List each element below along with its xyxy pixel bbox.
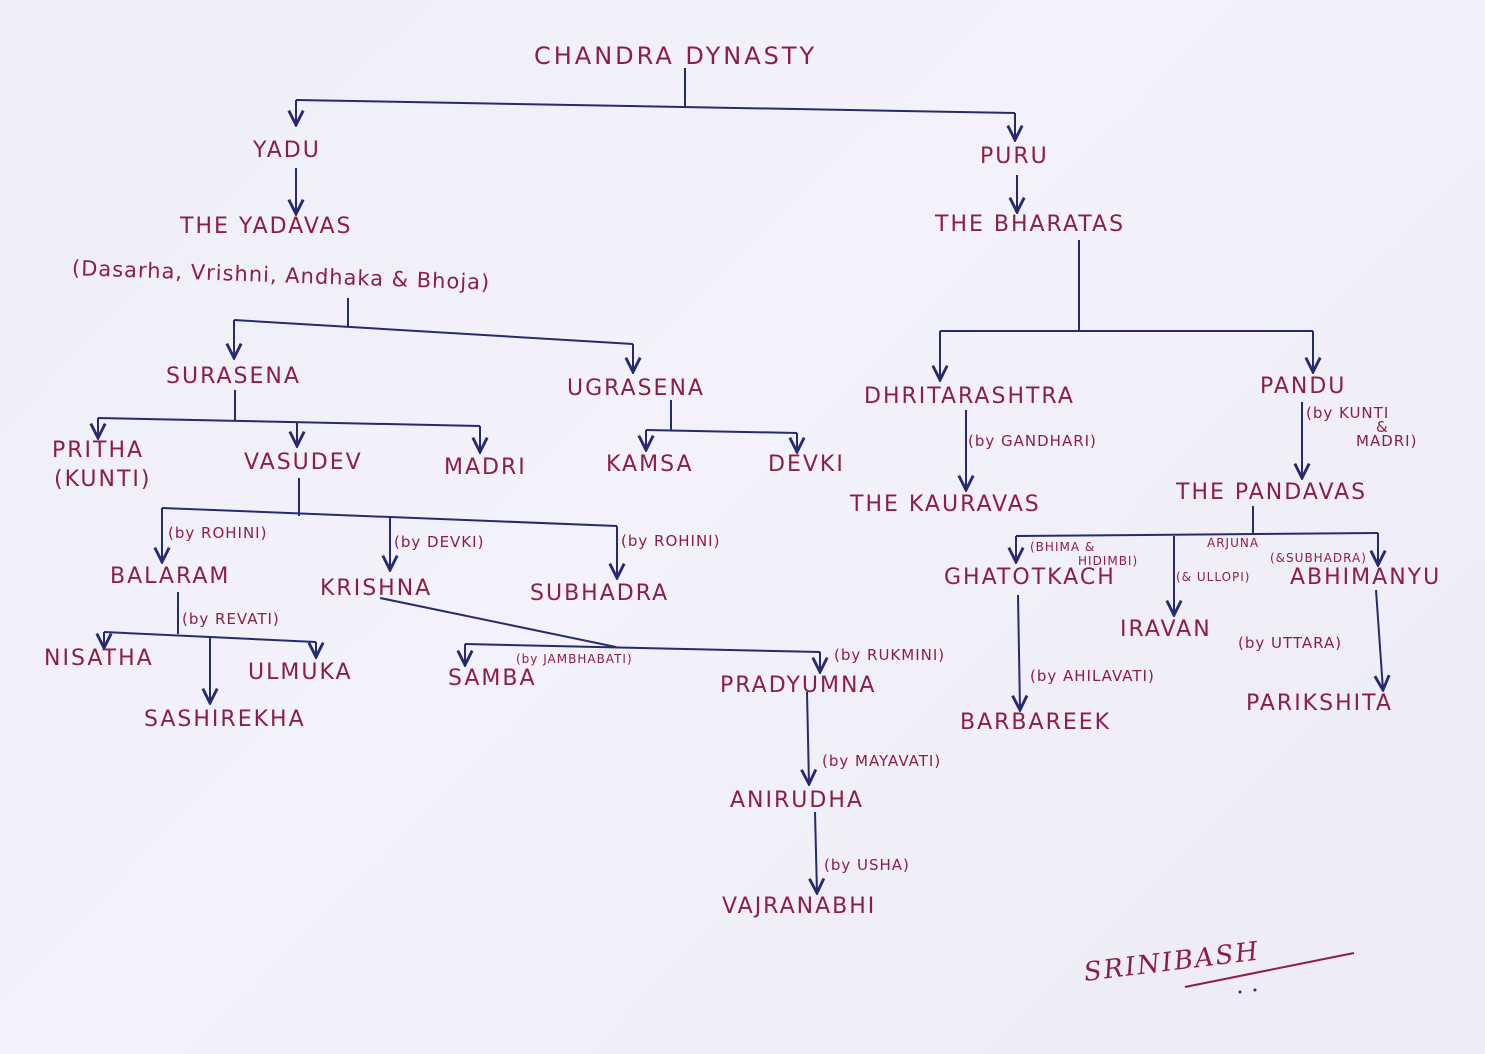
node-iravan: IRAVAN	[1120, 617, 1212, 642]
node-nisatha: NISATHA	[44, 646, 154, 671]
note-by-revati: (by REVATI)	[182, 610, 280, 628]
note-by-rohini-2: (by ROHINI)	[621, 532, 721, 550]
node-yadu: YADU	[253, 138, 321, 163]
node-vasudev: VASUDEV	[244, 450, 363, 475]
note-by-rukmini: (by RUKMINI)	[834, 646, 946, 664]
note-subhadra: (&SUBHADRA)	[1270, 551, 1367, 565]
note-ullopi: (& ULLOPI)	[1176, 570, 1251, 584]
note-by-gandhari: (by GANDHARI)	[968, 432, 1097, 450]
signature-underline	[1184, 952, 1355, 988]
diagram-title: CHANDRA DYNASTY	[534, 42, 818, 70]
note-by-usha: (by USHA)	[824, 856, 910, 874]
line-krishna-bar	[464, 643, 821, 653]
node-madri: MADRI	[444, 455, 527, 480]
signature-dot	[1238, 990, 1242, 994]
node-abhimanyu: ABHIMANYU	[1290, 565, 1442, 590]
note-by-jambhabati: (by JAMBHABATI)	[516, 652, 633, 666]
note-by-uttara: (by UTTARA)	[1238, 634, 1343, 652]
node-pritha-alias: (KUNTI)	[54, 467, 152, 492]
node-devki: DEVKI	[768, 452, 845, 477]
node-parikshita: PARIKSHITA	[1246, 691, 1393, 716]
note-bhima: (BHIMA &	[1030, 540, 1096, 554]
node-samba: SAMBA	[448, 666, 537, 691]
node-dhritarashtra: DHRITARASHTRA	[864, 384, 1075, 409]
arrow-parikshita	[1376, 589, 1383, 690]
note-by-ahilavati: (by AHILAVATI)	[1030, 667, 1155, 685]
note-madri: MADRI)	[1356, 432, 1418, 450]
note-amp: &	[1376, 418, 1389, 436]
note-arjuna: ARJUNA	[1207, 536, 1260, 550]
node-subhadra: SUBHADRA	[530, 581, 670, 606]
line-root-bar	[295, 99, 1016, 114]
node-pandavas: THE PANDAVAS	[1176, 480, 1368, 505]
line-surasena-bar	[97, 417, 481, 427]
note-by-rohini-1: (by ROHINI)	[168, 524, 268, 542]
node-pradyumna: PRADYUMNA	[720, 673, 877, 698]
signature-dot	[1253, 988, 1257, 992]
node-kauravas: THE KAURAVAS	[850, 492, 1041, 517]
line-pandavas-bar	[1015, 532, 1379, 537]
node-vajranabhi: VAJRANABHI	[722, 894, 877, 919]
node-sashirekha: SASHIREKHA	[144, 707, 306, 732]
node-balaram: BALARAM	[110, 564, 231, 589]
note-by-mayavati: (by MAYAVATI)	[822, 752, 942, 770]
arrow-vajranabhi	[815, 811, 817, 893]
node-kamsa: KAMSA	[606, 452, 694, 477]
node-yadavas: THE YADAVAS	[180, 214, 353, 239]
node-ulmuka: ULMUKA	[248, 660, 353, 685]
line-clans-bar	[233, 319, 634, 345]
note-bhima-hidimbi: (BHIMA & HIDIMBI)	[1030, 540, 1138, 568]
line-ugrasena-bar	[645, 429, 798, 434]
node-krishna: KRISHNA	[320, 576, 433, 601]
note-by-kunti-madri: (by KUNTI & MADRI)	[1306, 404, 1418, 450]
node-bharatas: THE BHARATAS	[935, 212, 1126, 237]
arrow-anirudha	[807, 691, 809, 784]
arrow-barbareek	[1018, 594, 1020, 710]
node-surasena: SURASENA	[166, 364, 301, 389]
line-krishna-stem	[379, 597, 617, 648]
note-hidimbi: HIDIMBI)	[1078, 554, 1139, 568]
node-pritha: PRITHA	[52, 438, 145, 463]
node-ghatotkach: GHATOTKACH	[944, 565, 1116, 590]
node-ugrasena: UGRASENA	[567, 376, 705, 401]
node-barbareek: BARBAREEK	[960, 710, 1112, 735]
node-puru: PURU	[980, 144, 1049, 169]
note-by-devki: (by DEVKI)	[394, 533, 485, 551]
node-anirudha: ANIRUDHA	[730, 788, 864, 813]
note-by-kunti: (by KUNTI	[1306, 404, 1390, 422]
node-pandu: PANDU	[1260, 374, 1347, 399]
